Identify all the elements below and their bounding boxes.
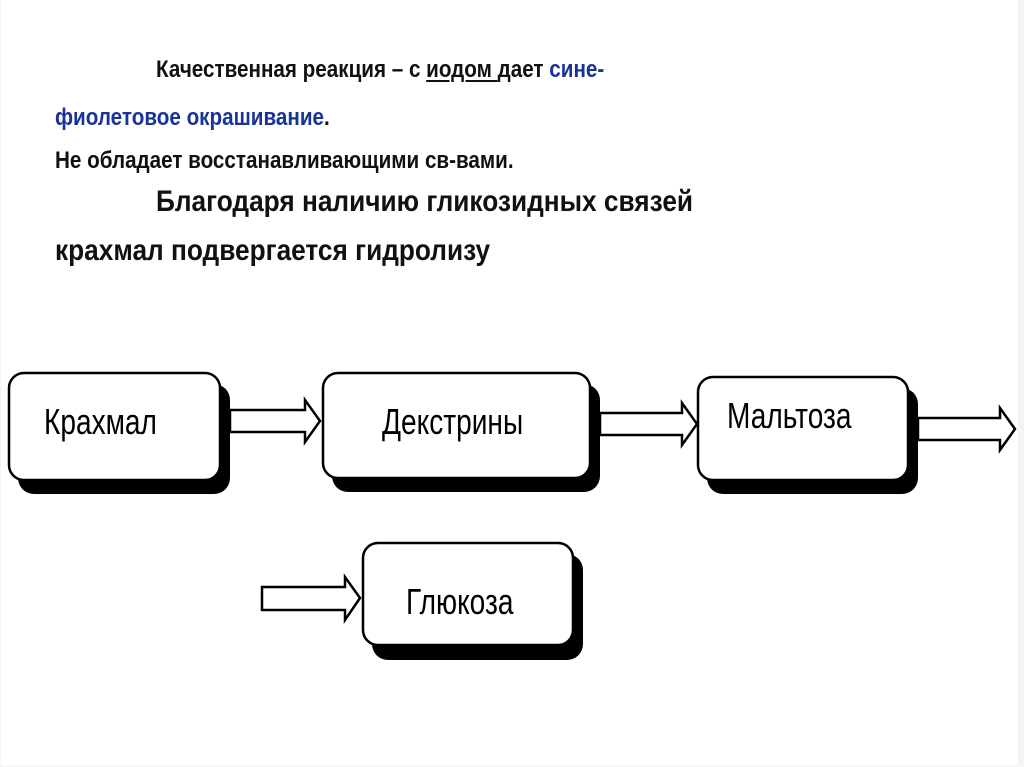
box-frame (696, 375, 910, 482)
step-box-dextrins (321, 371, 600, 492)
slide-right-edge (1018, 0, 1024, 767)
slide-bottom-edge (0, 765, 1024, 767)
arrow-icon (598, 399, 699, 449)
text-segment: Качественная реакция – с (156, 56, 427, 83)
step-box-maltose (696, 375, 918, 494)
text-segment: . (324, 104, 330, 131)
highlight-blue-violet: сине- (549, 56, 605, 83)
box-frame (361, 541, 575, 647)
box-frame (7, 371, 222, 482)
arrow-icon (228, 396, 322, 446)
text-line-reducing-properties: Не обладает восстанавливающими св-вами. (55, 147, 514, 174)
step-label-glucose: Глюкоза (406, 581, 514, 622)
box-frame (321, 371, 592, 480)
arrow-icon (260, 573, 362, 625)
slide-left-edge (0, 0, 1, 767)
step-label-starch: Крахмал (44, 401, 157, 442)
step-label-maltose: Мальтоза (727, 395, 852, 436)
text-segment: дает (497, 56, 550, 83)
underlined-iodine: иодом (426, 56, 498, 83)
text-line-coloring: фиолетовое окрашивание. (55, 104, 330, 132)
highlight-coloring: фиолетовое окрашивание (55, 104, 325, 131)
step-box-starch (7, 371, 230, 494)
text-line-glycosidic-bonds: Благодаря наличию гликозидных связей (156, 185, 694, 218)
text-line-qualitative-reaction: Качественная реакция – с иодом дает сине… (156, 56, 604, 84)
text-line-hydrolysis: крахмал подвергается гидролизу (55, 234, 491, 267)
arrow-icon (916, 404, 1017, 454)
step-box-glucose (361, 541, 583, 660)
step-label-dextrins: Декстрины (382, 401, 524, 442)
